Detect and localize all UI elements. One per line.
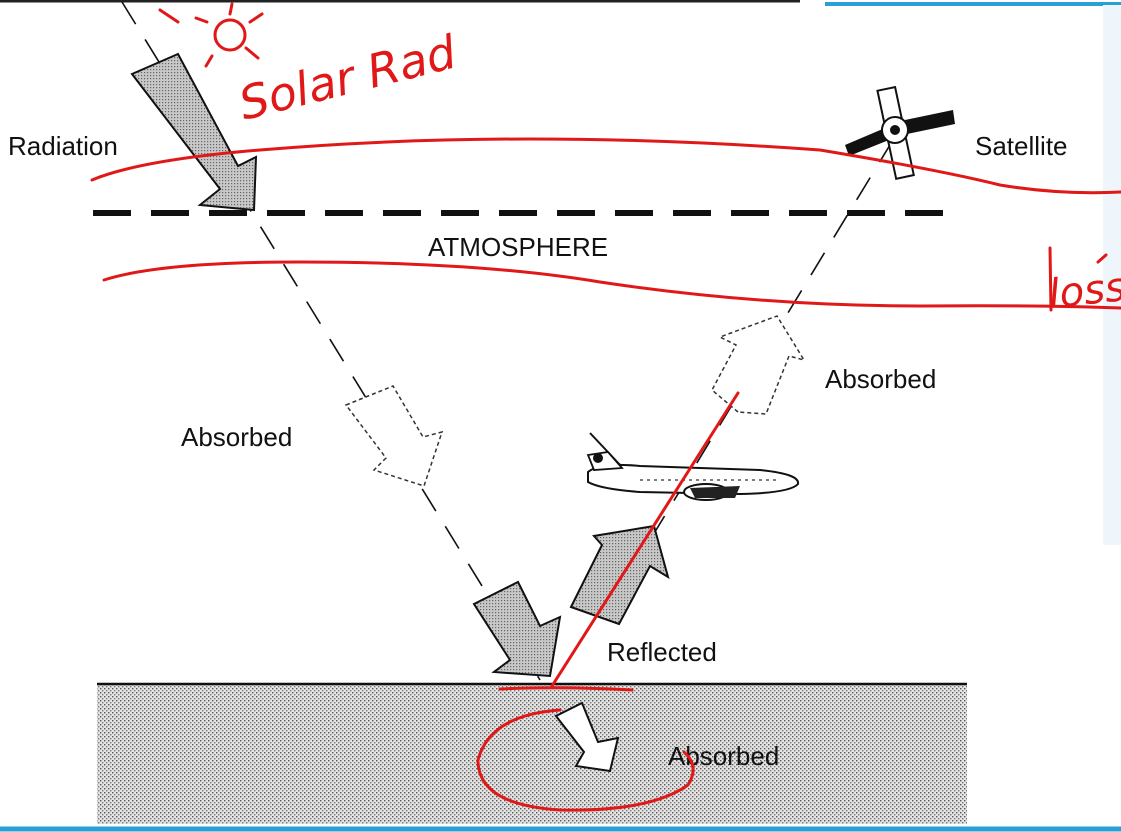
red-annotations: [90, 2, 1121, 812]
absorbed-label-ground: Absorbed: [668, 741, 779, 771]
absorbed-label-right: Absorbed: [825, 364, 936, 394]
solar-radiation-note: Solar Rad: [234, 25, 462, 131]
incoming-radiation-arrow: [130, 52, 258, 212]
satellite-label: Satellite: [975, 131, 1068, 161]
absorbed-arrow-left: [344, 385, 444, 487]
reflected-label: Reflected: [607, 637, 717, 667]
reflected-arrow: [569, 524, 670, 626]
radiation-label: Radiation: [8, 131, 118, 161]
loss-note: loss: [1046, 264, 1121, 318]
absorbed-arrow-right: [711, 315, 806, 415]
absorbed-label-left: Absorbed: [181, 422, 292, 452]
satellite-icon: [845, 85, 955, 181]
airplane-icon: [586, 432, 800, 501]
ground-surface: [97, 684, 967, 824]
ground-absorbed-arrow: [554, 701, 620, 773]
atmosphere-label: ATMOSPHERE: [428, 232, 608, 262]
incident-arrow: [472, 580, 562, 678]
